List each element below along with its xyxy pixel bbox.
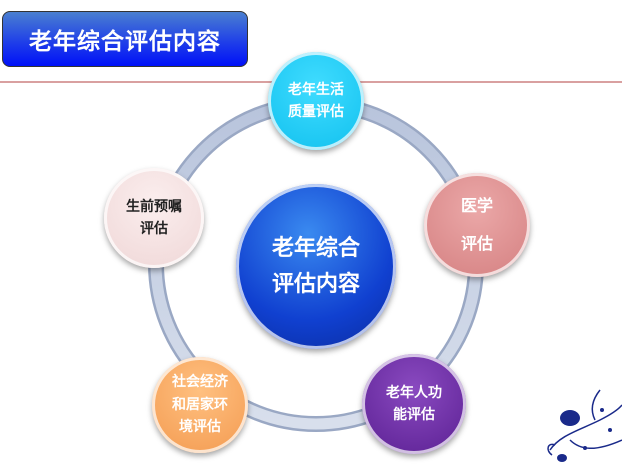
node-text: 生前预嘱 xyxy=(126,198,182,215)
node-text: 评估 xyxy=(140,221,168,237)
node-text: 和居家环 xyxy=(172,396,228,413)
node-text: 社会经济 xyxy=(172,374,228,391)
node-quality-of-life: 老年生活 质量评估 xyxy=(268,52,364,150)
node-text: 质量评估 xyxy=(288,104,344,120)
node-text: 老年人功 xyxy=(386,384,442,401)
center-line: 老年综合 xyxy=(271,236,360,262)
node-text: 老年生活 xyxy=(288,81,344,98)
slide-title: 老年综合评估内容 xyxy=(2,11,248,67)
node-text: 境评估 xyxy=(179,419,221,436)
node-function: 老年人功 能评估 xyxy=(362,354,466,454)
node-text: 医学 xyxy=(460,195,493,215)
center-line: 评估内容 xyxy=(271,271,360,297)
floral-ornament-icon xyxy=(547,389,622,462)
node-social-environment: 社会经济 和居家环 境评估 xyxy=(152,357,248,453)
node-medical: 医学 评估 xyxy=(424,173,530,277)
node-advance-directive: 生前预嘱 评估 xyxy=(104,168,204,268)
center-node: 老年综合 评估内容 xyxy=(236,184,396,349)
node-text: 评估 xyxy=(460,234,493,253)
node-text: 能评估 xyxy=(393,407,435,423)
